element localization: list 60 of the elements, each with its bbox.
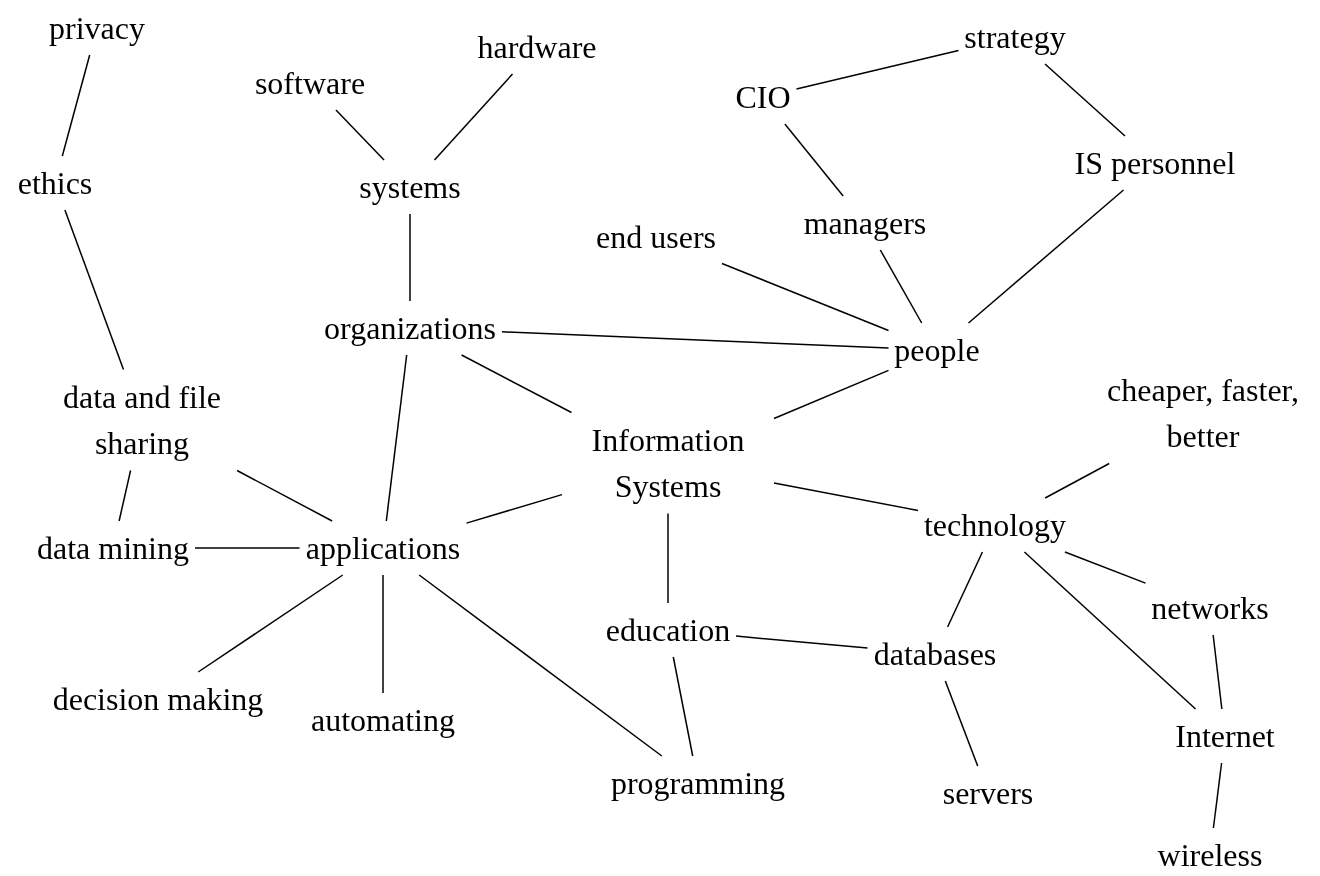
concept-label: CIO — [735, 77, 791, 117]
connector-line — [382, 574, 384, 694]
concept-label: managers — [803, 203, 927, 243]
concept-label: automating — [311, 700, 455, 740]
connector-line — [194, 547, 301, 549]
concept-label: Information Systems — [590, 420, 746, 506]
connector-line — [1064, 551, 1147, 584]
concept-label: privacy — [49, 8, 145, 48]
concept-label: networks — [1151, 588, 1269, 628]
connector-line — [64, 209, 125, 371]
concept-label: programming — [610, 763, 786, 803]
connector-line — [946, 551, 984, 628]
connector-line — [1023, 551, 1197, 710]
concept-label: cheaper, faster, better — [1106, 370, 1300, 456]
concept-label: decision making — [52, 679, 264, 719]
connector-line — [944, 680, 979, 767]
concept-label: organizations — [324, 308, 496, 348]
concept-label: databases — [873, 634, 997, 674]
connector-line — [667, 512, 669, 604]
connector-line — [418, 574, 663, 757]
connector-line — [335, 109, 385, 161]
concept-label: people — [894, 330, 980, 370]
concept-label: end users — [596, 217, 716, 257]
connector-line — [236, 469, 333, 522]
connector-line — [460, 354, 573, 414]
concept-label: wireless — [1157, 835, 1263, 875]
connector-line — [784, 123, 844, 197]
concept-label: ethics — [17, 163, 93, 203]
connector-line — [197, 574, 344, 673]
concept-label: strategy — [964, 17, 1066, 57]
connector-line — [1212, 762, 1223, 829]
connector-line — [773, 482, 919, 512]
connector-line — [385, 354, 408, 522]
concept-label: hardware — [477, 27, 597, 67]
connector-line — [1044, 462, 1110, 499]
concept-label: IS personnel — [1074, 143, 1236, 183]
concept-label: Internet — [1175, 716, 1275, 756]
concept-label: technology — [923, 505, 1067, 545]
connector-line — [735, 635, 869, 649]
connector-line — [465, 493, 563, 524]
concept-label: servers — [942, 773, 1034, 813]
concept-label: education — [605, 610, 731, 650]
concept-label: software — [254, 63, 366, 103]
connector-line — [773, 369, 890, 420]
concept-label: systems — [359, 167, 461, 207]
connector-line — [879, 249, 923, 324]
concept-label: data and file sharing — [61, 377, 223, 463]
connector-line — [118, 469, 132, 522]
connector-line — [501, 331, 890, 349]
concept-label: applications — [305, 528, 461, 568]
connector-line — [721, 262, 890, 332]
connector-line — [409, 213, 411, 302]
concept-label: data mining — [37, 528, 189, 568]
connector-line — [795, 49, 960, 90]
connector-line — [61, 54, 91, 157]
connector-line — [967, 189, 1125, 324]
connector-line — [672, 656, 694, 757]
connector-line — [433, 73, 514, 161]
connector-line — [1212, 634, 1223, 710]
connector-line — [1044, 63, 1126, 137]
